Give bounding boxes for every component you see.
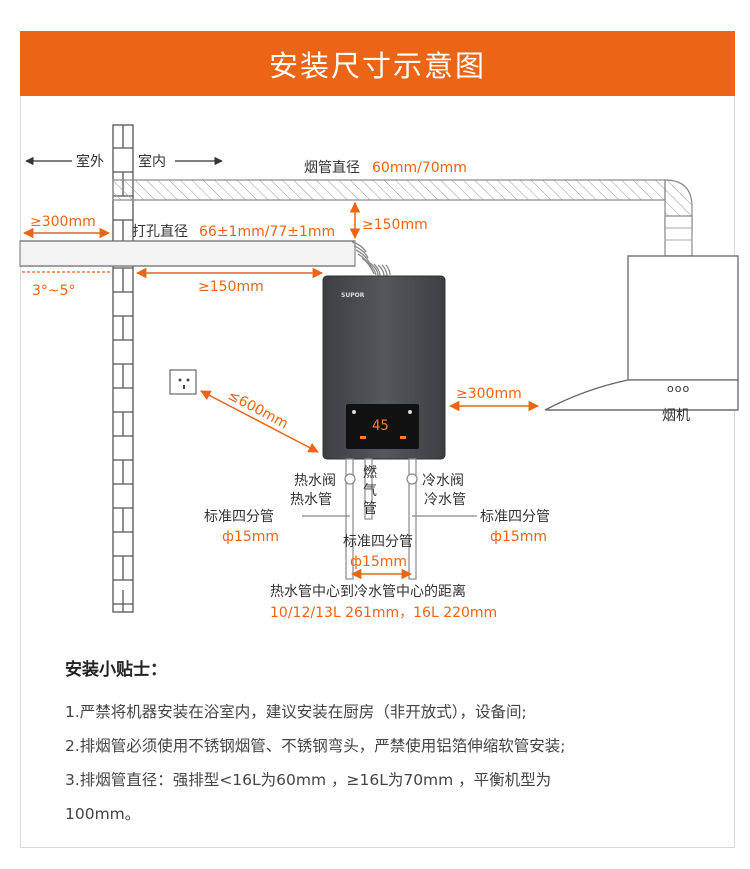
hood-buttons: ooo (667, 382, 690, 395)
outdoor-label: 室外 (76, 153, 104, 170)
exhaust-pipe (19, 240, 356, 273)
gas-pipe-char-1: 燃 (363, 464, 377, 481)
center-distance-label: 热水管中心到冷水管中心的距离 (270, 583, 466, 600)
installation-diagram: 室外 室内 烟管直径 60mm/70mm ≥300mm 3°~5° 打孔直径 6… (19, 124, 739, 621)
center-distance-values: 10/12/13L 261mm，16L 220mm (270, 605, 497, 621)
std-pipe-mid-label: 标准四分管 (343, 534, 413, 550)
slope-angle: 3°~5° (32, 283, 76, 299)
content-frame (20, 96, 735, 848)
tip-item: 2.排烟管必须使用不锈钢烟管、不锈钢弯头，严禁使用铝箔伸缩软管安装; (65, 737, 566, 755)
pipe-diameter-right: ф15mm (490, 529, 547, 545)
ceiling-distance-150: ≥150mm (362, 217, 428, 233)
cold-pipe-label: 冷水管 (424, 492, 466, 508)
pipe-diameter-left: ф15mm (222, 529, 279, 545)
indoor-label: 室内 (138, 153, 166, 170)
tip-item: 1.严禁将机器安装在浴室内，建议安装在厨房（非开放式），设备间; (65, 703, 527, 721)
hole-diameter-label: 打孔直径 (132, 223, 188, 240)
flue-diameter-label: 烟管直径 (304, 159, 360, 176)
page-title: 安装尺寸示意图 (268, 48, 486, 83)
gas-pipe-char-3: 管 (363, 501, 377, 517)
water-heater: SUPOR 45 (322, 275, 446, 460)
tip-item: 100mm。 (65, 805, 141, 823)
cold-valve-label: 冷水阀 (422, 473, 464, 489)
hot-pipe-label: 热水管 (290, 492, 332, 508)
wall-distance-150: ≥150mm (198, 279, 264, 295)
hood-distance-300: ≥300mm (456, 386, 522, 402)
std-pipe-right-label: 标准四分管 (480, 509, 550, 525)
power-socket (169, 369, 197, 395)
brand-logo: SUPOR (341, 292, 365, 299)
hood-name: 烟机 (662, 408, 690, 424)
flue-duct (112, 179, 693, 257)
title-banner: 安装尺寸示意图 (20, 31, 735, 96)
socket-distance-600: ≤600mm (225, 387, 291, 432)
pipe-diameter-mid: ф15mm (350, 554, 407, 570)
outside-distance-300: ≥300mm (30, 214, 96, 230)
hole-diameter-value: 66±1mm/77±1mm (199, 224, 335, 240)
flue-diameter-value: 60mm/70mm (372, 160, 467, 176)
water-gas-pipes (344, 458, 418, 580)
outdoor-indoor-label: 室外 室内 (25, 153, 223, 170)
hot-valve-label: 热水阀 (294, 473, 336, 489)
display-temperature: 45 (372, 418, 389, 434)
gas-pipe-char-2: 气 (363, 483, 377, 499)
range-hood: ooo 烟机 (544, 255, 739, 424)
tip-item: 3.排烟管直径：强排型<16L为60mm ，≥16L为70mm ，平衡机型为 (65, 771, 552, 789)
tips-title: 安装小贴士： (65, 660, 167, 680)
std-pipe-left-label: 标准四分管 (204, 509, 274, 525)
bellows (351, 241, 391, 277)
